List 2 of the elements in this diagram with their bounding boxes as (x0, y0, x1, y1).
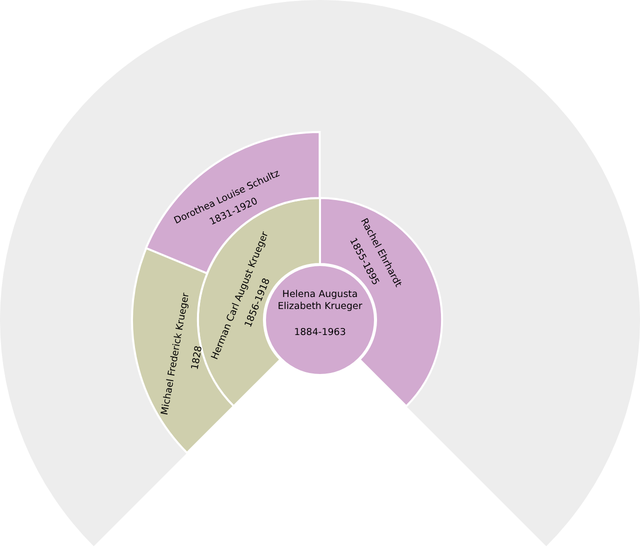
life-dates: 1884-1963 (293, 327, 347, 339)
person-name: Helena Augusta Elizabeth Krueger (276, 289, 364, 313)
